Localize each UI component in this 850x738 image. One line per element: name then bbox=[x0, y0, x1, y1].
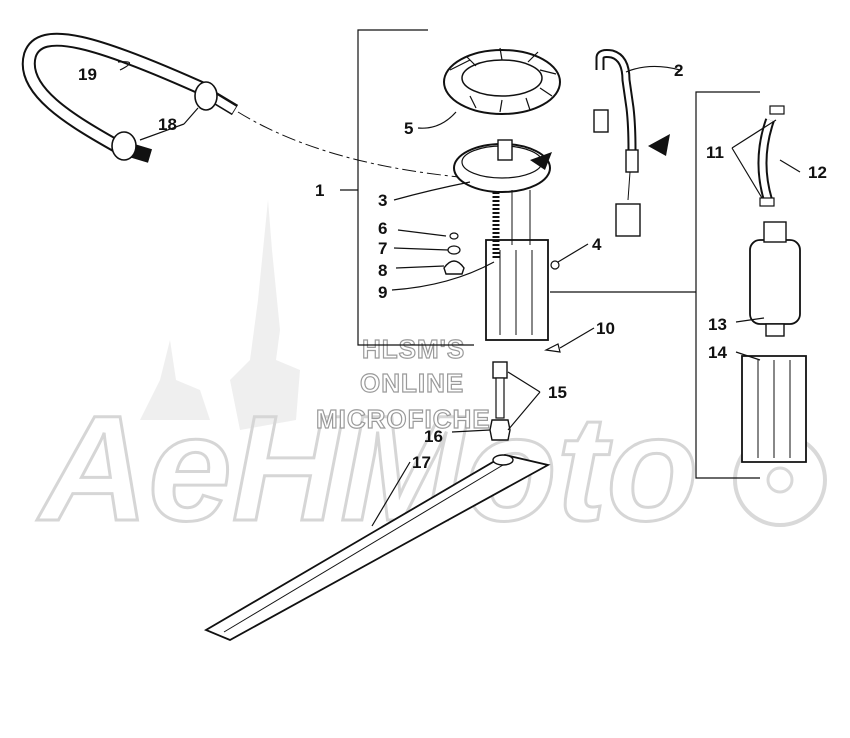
pump-hose bbox=[757, 105, 785, 207]
pump-body bbox=[485, 190, 549, 341]
fuel-pump bbox=[749, 221, 801, 337]
hose-clamps bbox=[111, 81, 218, 161]
fuel-hose bbox=[21, 32, 239, 163]
watermark: AeHMoto HLSM'S ONLINE MICROFICHE bbox=[35, 200, 827, 554]
o-ring bbox=[449, 232, 459, 240]
callout-15: 15 bbox=[548, 383, 567, 402]
callout-13: 13 bbox=[708, 315, 727, 334]
arrow-marker-flange bbox=[530, 152, 552, 170]
callout-11: 11 bbox=[706, 143, 724, 162]
callouts: 1 2 3 4 5 6 7 8 9 10 11 12 13 14 15 16 1… bbox=[78, 61, 827, 472]
callout-16: 16 bbox=[424, 427, 443, 446]
hose-connection-line bbox=[237, 111, 471, 179]
callout-9: 9 bbox=[378, 283, 387, 302]
callout-12: 12 bbox=[808, 163, 827, 182]
callout-7: 7 bbox=[378, 239, 387, 258]
watermark-line-1: HLSM'S bbox=[362, 334, 465, 364]
washer bbox=[447, 245, 461, 255]
clip bbox=[544, 343, 561, 353]
watermark-logo: AeHMoto bbox=[36, 384, 698, 552]
callout-17: 17 bbox=[412, 453, 431, 472]
callout-3: 3 bbox=[378, 191, 387, 210]
arrow-marker-harness bbox=[648, 134, 670, 156]
wiring-harness bbox=[593, 49, 670, 237]
fuel-sender bbox=[443, 260, 465, 275]
callout-1: 1 bbox=[315, 181, 324, 200]
callout-5: 5 bbox=[404, 119, 413, 138]
float-arm bbox=[203, 454, 551, 641]
strainer bbox=[741, 355, 807, 463]
callout-6: 6 bbox=[378, 219, 387, 238]
watermark-line-2: ONLINE bbox=[360, 368, 464, 398]
callout-10: 10 bbox=[596, 319, 615, 338]
callout-4: 4 bbox=[592, 235, 602, 254]
leader-lines bbox=[117, 61, 801, 527]
watermark-city bbox=[140, 340, 210, 420]
pump-flange bbox=[453, 139, 552, 193]
bracket-pump bbox=[550, 91, 760, 479]
screw bbox=[550, 260, 560, 270]
watermark-spire bbox=[230, 200, 300, 430]
watermark-line-3: MICROFICHE bbox=[316, 404, 491, 434]
callout-2: 2 bbox=[674, 61, 683, 80]
bracket-main bbox=[340, 29, 474, 346]
callout-14: 14 bbox=[708, 343, 727, 362]
lock-ring bbox=[443, 47, 561, 115]
callout-19: 19 bbox=[78, 65, 97, 84]
callout-18: 18 bbox=[158, 115, 177, 134]
callout-8: 8 bbox=[378, 261, 387, 280]
